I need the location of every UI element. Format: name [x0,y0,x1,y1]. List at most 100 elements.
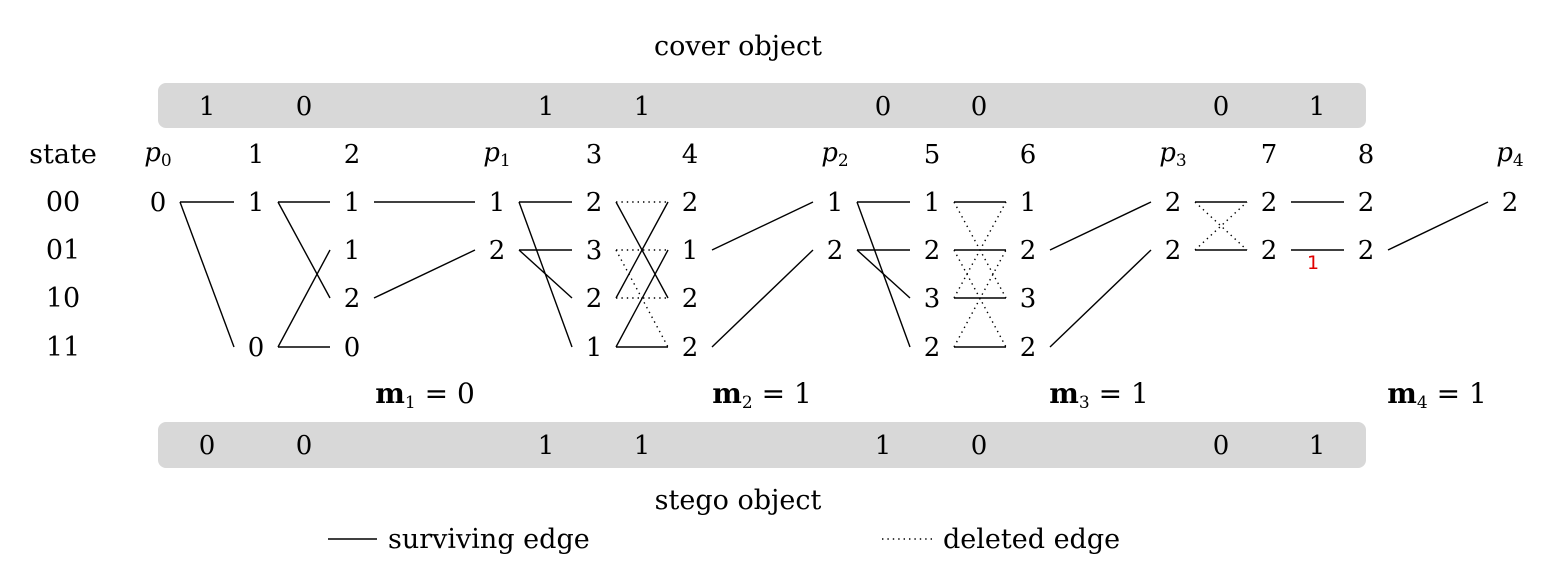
stego-bit: 0 [296,431,313,461]
trellis-node: 3 [924,284,941,314]
cover-bit: 1 [538,92,555,122]
stego-bit: 0 [1213,431,1230,461]
column-header: 4 [682,140,699,170]
trellis-node: 2 [1020,236,1037,266]
p-label: p4 [1496,138,1523,171]
column-header: 3 [586,140,603,170]
trellis-node: 2 [682,284,699,314]
stego-bits: 0 0 1 1 1 0 0 1 [199,431,1326,461]
trellis-node: 2 [586,284,603,314]
trellis-node: 2 [1020,333,1037,363]
stego-bit: 0 [971,431,988,461]
cover-bit: 0 [296,92,313,122]
surviving-edge [1049,249,1152,348]
deleted-edge [1194,201,1248,251]
red-annotation: 1 [1307,252,1319,274]
trellis-node: 1 [586,333,603,363]
trellis-node: 3 [586,236,603,266]
stego-bit: 0 [199,431,216,461]
deleted-edge [953,249,1007,348]
p-label: p1 [483,138,510,171]
p-headers: p0 p1 p2 p3 p4 [144,138,1523,171]
surviving-edge [373,249,476,299]
surviving-edge [277,249,331,348]
surviving-edge [179,201,235,348]
stego-bits-bar [158,422,1366,468]
trellis-node: 2 [682,333,699,363]
column-header: 6 [1020,140,1037,170]
cover-bit: 1 [634,92,651,122]
stego-bit: 1 [1309,431,1326,461]
trellis-node: 1 [924,188,941,218]
stego-bit: 1 [538,431,555,461]
trellis-node: 2 [1358,236,1375,266]
surviving-edge [1049,201,1152,251]
surviving-edge [615,201,669,299]
cover-bit: 1 [1309,92,1326,122]
surviving-edge [277,201,331,299]
message-label: m2 = 1 [712,377,812,413]
legend-surviving-label: surviving edge [388,524,590,555]
p-label: p0 [144,138,171,171]
trellis-node: 1 [344,236,361,266]
surviving-edge [711,201,814,251]
trellis-node: 3 [1020,284,1037,314]
trellis-node: 1 [344,188,361,218]
trellis-node: 0 [150,188,167,218]
trellis-node: 2 [1165,236,1182,266]
surviving-edge [856,249,911,299]
state-label: 10 [46,283,80,314]
column-header: 8 [1358,140,1375,170]
state-label: 01 [46,235,80,266]
column-headers: 1 2 3 4 5 6 7 8 [248,140,1375,170]
trellis-node: 0 [248,333,265,363]
trellis-node: 2 [586,188,603,218]
cover-bits: 1 0 1 1 0 0 0 1 [199,92,1326,122]
stego-bit: 1 [875,431,892,461]
cover-bit: 0 [971,92,988,122]
p-label: p3 [1159,138,1186,171]
state-header: state [29,139,97,170]
p-label: p2 [821,138,848,171]
trellis-node: 2 [827,236,844,266]
message-label: m3 = 1 [1049,377,1149,413]
trellis-node: 2 [1165,188,1182,218]
trellis-node: 2 [924,333,941,363]
cover-object-label: cover object [654,31,822,62]
trellis-node: 2 [344,284,361,314]
stego-bit: 1 [634,431,651,461]
deleted-edge [1194,201,1248,251]
trellis-node: 1 [248,188,265,218]
trellis-node: 2 [1261,188,1278,218]
message-label: m1 = 0 [375,377,475,413]
surviving-edge [518,249,573,299]
column-header: 5 [924,140,941,170]
cover-bit: 0 [1213,92,1230,122]
legend-deleted-label: deleted edge [943,524,1120,555]
surviving-edge [1387,201,1489,251]
column-header: 7 [1261,140,1278,170]
trellis-node: 1 [1020,188,1037,218]
cover-bits-bar [158,83,1366,128]
trellis-node: 2 [1502,188,1519,218]
trellis-nodes: 0 1 0 1 1 2 0 1 2 2 3 2 1 2 1 2 2 1 2 1 2 3 2 1 2 3 2 2 2 2 2 2 2 2 [150,188,1519,363]
trellis-node: 2 [924,236,941,266]
trellis-node: 2 [1358,188,1375,218]
trellis-edges [179,201,1489,348]
column-header: 1 [248,140,265,170]
surviving-edge [711,249,814,348]
trellis-node: 1 [682,236,699,266]
surviving-edge [615,249,669,348]
trellis-node: 2 [489,236,506,266]
trellis-node: 2 [682,188,699,218]
trellis-node: 0 [344,333,361,363]
cover-bit: 1 [199,92,216,122]
cover-bit: 0 [875,92,892,122]
trellis-node: 2 [1261,236,1278,266]
column-header: 2 [344,140,361,170]
trellis-node: 1 [827,188,844,218]
